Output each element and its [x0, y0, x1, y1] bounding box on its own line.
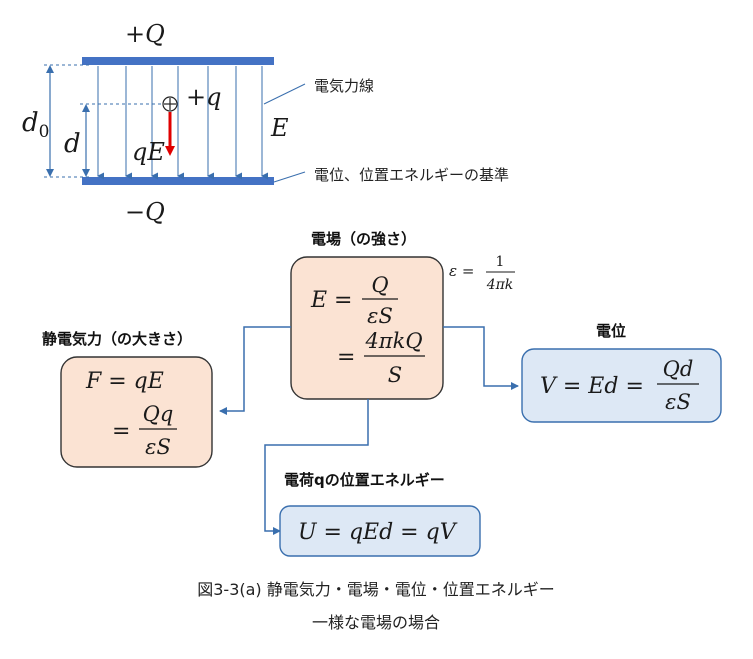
potential-box: 電位 V = Ed = Qd εS — [521, 322, 722, 423]
potential-den: εS — [665, 390, 691, 414]
field-box-frame — [290, 256, 444, 400]
capacitor-diagram: +Q −Q d0 d +q qE E 電気力線 電位、位置エネルギーの基 — [22, 20, 509, 226]
top-charge-label: +Q — [125, 20, 165, 48]
connector-to-potential — [443, 326, 519, 390]
d-arrowhead-top — [82, 104, 90, 112]
bottom-charge-label: −Q — [125, 198, 165, 226]
caption-line1: 図3-3(a) 静電気力・電場・電位・位置エネルギー — [197, 580, 555, 599]
connector-to-energy — [264, 399, 369, 535]
field-eq2-den: S — [388, 363, 402, 387]
top-plate — [82, 57, 274, 65]
force-eq2-lhs: = — [112, 419, 130, 444]
test-charge-label: +q — [186, 83, 221, 111]
connector-to-force — [219, 326, 291, 415]
force-eq2-den: εS — [145, 435, 171, 459]
energy-box-frame — [279, 505, 481, 557]
field-eq2-lhs: = — [337, 345, 355, 370]
field-eq2-num: 4πkQ — [364, 329, 422, 353]
d-label: d — [64, 129, 81, 159]
force-box-frame — [60, 356, 213, 468]
bottom-plate — [82, 177, 274, 185]
reference-note: 電位、位置エネルギーの基準 — [314, 166, 509, 184]
force-box: 静電気力（の大きさ） F = qE = Qq εS — [42, 330, 213, 468]
caption: 図3-3(a) 静電気力・電場・電位・位置エネルギー 一様な電場の場合 — [197, 580, 555, 632]
force-eq1: F = qE — [85, 369, 164, 394]
energy-box-title: 電荷qの位置エネルギー — [284, 471, 445, 489]
force-label: qE — [132, 138, 165, 166]
caption-line2: 一様な電場の場合 — [312, 613, 440, 632]
potential-box-frame — [521, 348, 722, 423]
potential-expr: V = Ed = — [540, 374, 644, 399]
field-box-title: 電場（の強さ） — [311, 230, 416, 248]
energy-expr: U = qEd = qV — [298, 520, 458, 545]
field-lines — [97, 66, 268, 180]
potential-box-title: 電位 — [596, 322, 626, 340]
epsilon-note-lhs: ε = — [449, 262, 474, 280]
force-eq2-num: Qq — [143, 402, 174, 426]
connectors — [219, 326, 519, 535]
d0-label: d0 — [22, 108, 49, 142]
force-arrow-head — [165, 146, 175, 156]
field-eq1-lhs: E = — [310, 288, 353, 313]
field-label: E — [270, 114, 289, 142]
field-lines-callout-line — [263, 83, 306, 105]
reference-callout-line — [273, 171, 306, 183]
epsilon-note-den: 4πk — [486, 277, 514, 293]
field-eq1-den: εS — [367, 304, 393, 328]
energy-box: 電荷qの位置エネルギー U = qEd = qV — [279, 471, 481, 557]
field-eq1-num: Q — [371, 273, 388, 297]
d0-arrowhead-top — [46, 65, 54, 73]
field-box: 電場（の強さ） E = Q εS = 4πkQ S ε = 1 4πk — [290, 230, 515, 400]
d0-arrowhead-bottom — [46, 169, 54, 177]
field-lines-note: 電気力線 — [314, 77, 374, 95]
d-arrowhead-bottom — [82, 169, 90, 177]
potential-num: Qd — [663, 357, 694, 381]
force-box-title: 静電気力（の大きさ） — [42, 330, 192, 348]
epsilon-note-num: 1 — [496, 254, 505, 270]
